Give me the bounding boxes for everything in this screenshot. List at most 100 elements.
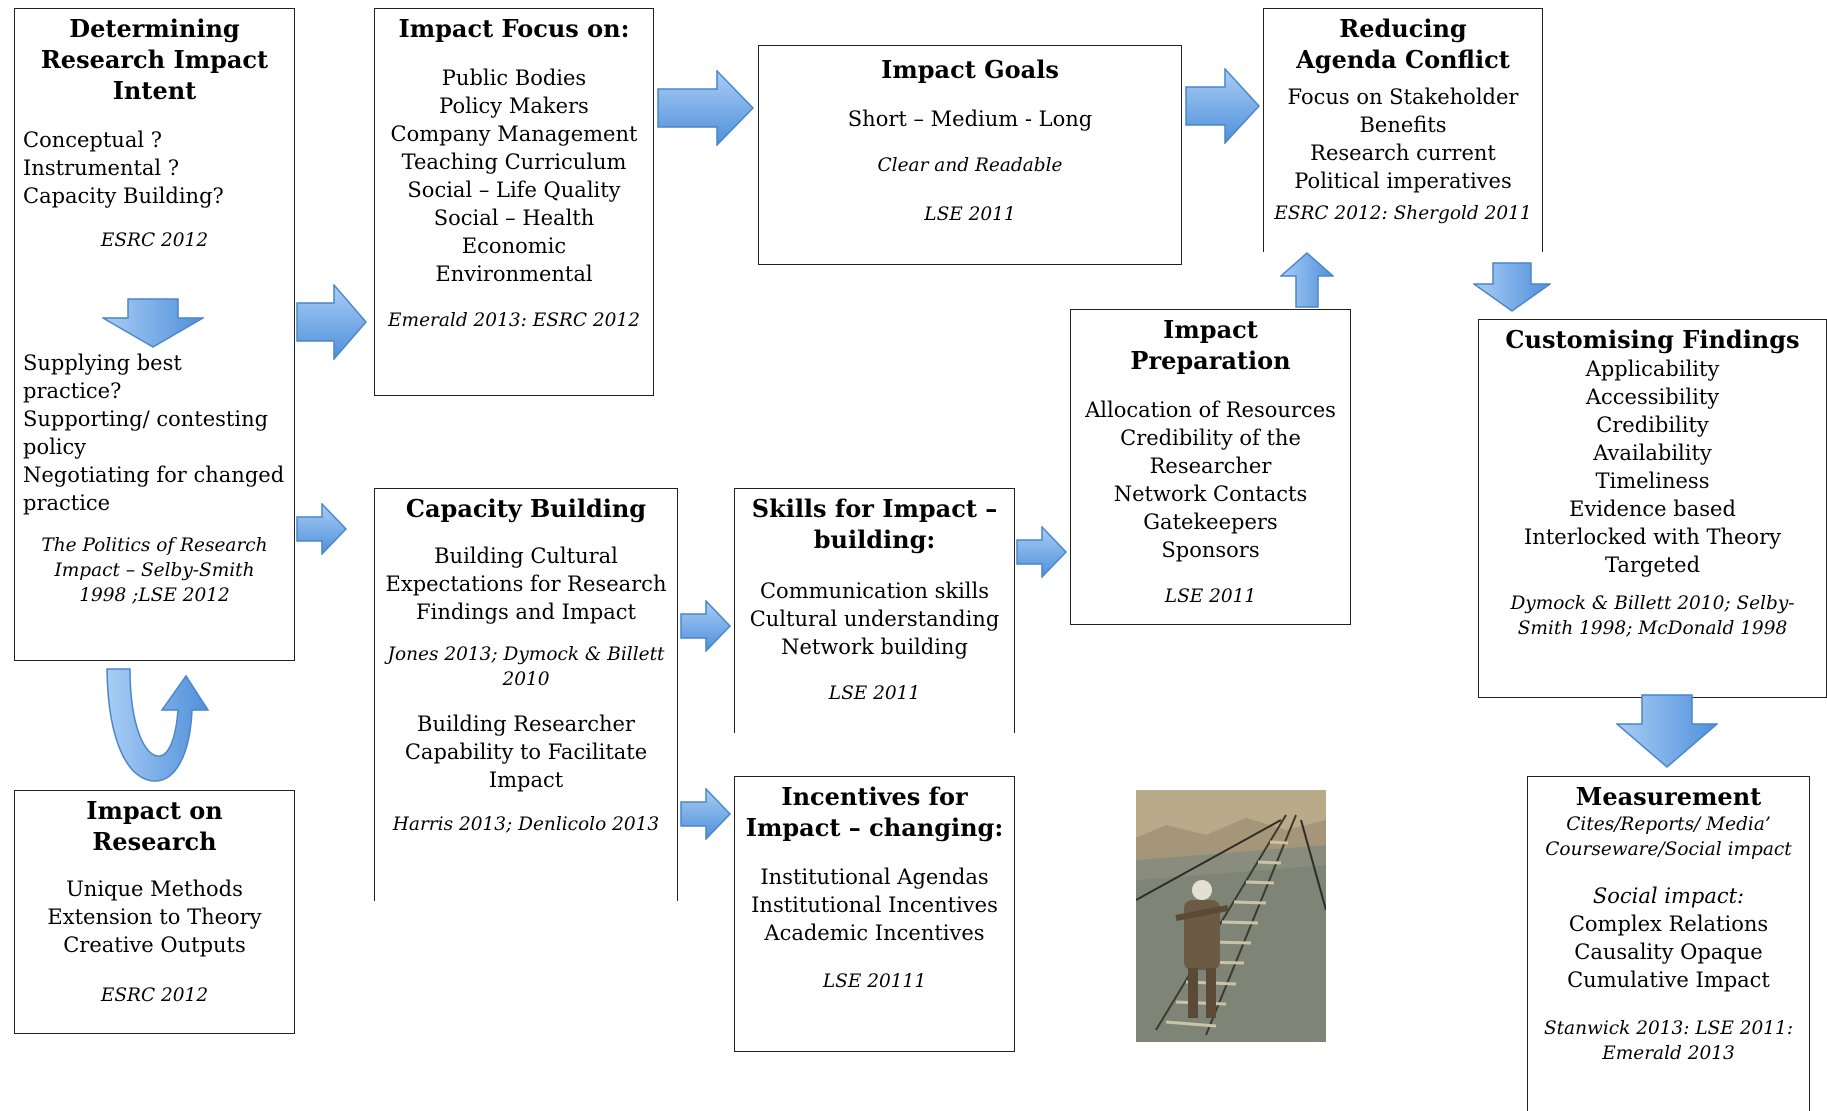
customising-item: Accessibility xyxy=(1585,385,1720,409)
arrow-right-goals-agenda xyxy=(1185,68,1261,144)
focus-box: Impact Focus on: Public Bodies Policy Ma… xyxy=(374,8,654,396)
preparation-item: Allocation of Resources xyxy=(1085,398,1336,422)
measurement-title: Measurement xyxy=(1575,782,1762,811)
customising-item: Interlocked with Theory xyxy=(1524,525,1781,549)
arrow-down-intent xyxy=(102,298,204,348)
intent-types: Conceptual ? Instrumental ? Capacity Bui… xyxy=(23,126,286,210)
focus-item: Teaching Curriculum xyxy=(401,150,627,174)
research-list: Unique Methods Extension to Theory Creat… xyxy=(23,875,286,959)
skills-title: Skills for Impact – building: xyxy=(751,494,998,554)
skills-item: Cultural understanding xyxy=(749,607,1000,631)
agenda-cite: ESRC 2012: Shergold 2011 xyxy=(1274,203,1532,224)
intent-question: Supplying best practice? xyxy=(23,351,182,403)
measurement-social-label: Social impact: xyxy=(1592,884,1745,908)
capacity-box: Capacity Building Building Cultural Expe… xyxy=(374,488,678,901)
bridge-photo xyxy=(1136,790,1326,1042)
arrow-up-preparation-agenda xyxy=(1280,252,1334,308)
arrow-right-capacity-skills xyxy=(680,600,732,652)
goals-range: Short – Medium - Long xyxy=(847,107,1093,131)
customising-list: Applicability Accessibility Credibility … xyxy=(1487,355,1818,579)
arrow-right-capacity-incentives xyxy=(680,788,732,840)
goals-quality: Clear and Readable xyxy=(877,155,1063,176)
arrow-right-intent-focus xyxy=(296,284,367,360)
customising-title: Customising Findings xyxy=(1505,325,1800,354)
incentives-item: Institutional Incentives xyxy=(751,893,998,917)
capacity-text-2: Building Researcher Capability to Facili… xyxy=(404,712,648,792)
intent-cite-2: The Politics of Research Impact – Selby-… xyxy=(41,535,268,606)
preparation-item: Sponsors xyxy=(1161,538,1260,562)
focus-item: Social – Health xyxy=(433,206,595,230)
skills-box: Skills for Impact – building: Communicat… xyxy=(734,488,1015,733)
customising-item: Timeliness xyxy=(1595,469,1710,493)
intent-cite-1: ESRC 2012 xyxy=(100,230,209,251)
skills-item: Network building xyxy=(781,635,968,659)
incentives-item: Academic Incentives xyxy=(764,921,985,945)
agenda-item: Research current xyxy=(1310,141,1496,165)
agenda-title: Reducing Agenda Conflict xyxy=(1296,14,1510,74)
intent-question: Negotiating for changed practice xyxy=(23,463,285,515)
preparation-item: Gatekeepers xyxy=(1143,510,1278,534)
measurement-cite: Stanwick 2013: LSE 2011: Emerald 2013 xyxy=(1543,1018,1794,1064)
research-cite: ESRC 2012 xyxy=(100,985,209,1006)
agenda-item: Benefits xyxy=(1359,113,1447,137)
intent-type: Instrumental ? xyxy=(23,156,180,180)
goals-box: Impact Goals Short – Medium - Long Clear… xyxy=(758,45,1182,265)
customising-cite: Dymock & Billett 2010; Selby-Smith 1998;… xyxy=(1510,593,1795,639)
focus-item: Policy Makers xyxy=(439,94,589,118)
preparation-item: Credibility of the xyxy=(1120,426,1301,450)
research-item: Extension to Theory xyxy=(47,905,262,929)
focus-cite: Emerald 2013: ESRC 2012 xyxy=(388,310,640,331)
capacity-cite-2: Harris 2013; Denlicolo 2013 xyxy=(392,814,660,835)
preparation-cite: LSE 2011 xyxy=(1164,586,1257,607)
focus-item: Social – Life Quality xyxy=(407,178,621,202)
capacity-text-1: Building Cultural Expectations for Resea… xyxy=(385,544,667,624)
measurement-item: Cumulative Impact xyxy=(1567,968,1770,992)
preparation-item: Researcher xyxy=(1149,454,1272,478)
agenda-list: Focus on Stakeholder Benefits Research c… xyxy=(1272,83,1534,195)
measurement-item: Complex Relations xyxy=(1568,912,1769,936)
measurement-box: Measurement Cites/Reports/ Media’ Course… xyxy=(1527,776,1810,1111)
skills-item: Communication skills xyxy=(759,579,989,603)
preparation-title: Impact Preparation xyxy=(1130,315,1291,375)
customising-box: Customising Findings Applicability Acces… xyxy=(1478,319,1827,698)
incentives-title: Incentives for Impact – changing: xyxy=(745,782,1004,842)
goals-title: Impact Goals xyxy=(881,55,1059,84)
intent-questions: Supplying best practice? Supporting/ con… xyxy=(23,349,286,517)
customising-item: Evidence based xyxy=(1569,497,1736,521)
intent-title: Determining Research Impact Intent xyxy=(40,14,269,105)
capacity-cite-1: Jones 2013; Dymock & Billett 2010 xyxy=(387,644,665,690)
focus-item: Company Management xyxy=(390,122,638,146)
preparation-list: Allocation of Resources Credibility of t… xyxy=(1079,396,1342,564)
arrow-down-customising-measurement xyxy=(1616,694,1718,768)
skills-list: Communication skills Cultural understand… xyxy=(743,577,1006,661)
focus-list: Public Bodies Policy Makers Company Mana… xyxy=(383,64,645,288)
customising-item: Targeted xyxy=(1604,553,1701,577)
focus-title: Impact Focus on: xyxy=(398,14,630,43)
arrow-right-skills-preparation xyxy=(1016,526,1068,578)
measurement-list: Complex Relations Causality Opaque Cumul… xyxy=(1536,910,1801,994)
research-title: Impact on Research xyxy=(86,796,223,856)
intent-type: Capacity Building? xyxy=(23,184,224,208)
goals-cite: LSE 2011 xyxy=(924,204,1016,225)
agenda-item: Focus on Stakeholder xyxy=(1287,85,1519,109)
bridge-illustration xyxy=(1136,790,1326,1042)
arrow-down-agenda-customising xyxy=(1473,262,1551,312)
research-item: Creative Outputs xyxy=(63,933,246,957)
customising-item: Availability xyxy=(1593,441,1712,465)
capacity-title: Capacity Building xyxy=(405,494,647,523)
focus-item: Public Bodies xyxy=(441,66,587,90)
intent-type: Conceptual ? xyxy=(23,128,163,152)
customising-item: Credibility xyxy=(1596,413,1709,437)
intent-box: Determining Research Impact Intent Conce… xyxy=(14,8,295,661)
arrow-u-turn-research-cycle xyxy=(106,668,210,782)
measurement-sub: Cites/Reports/ Media’ Courseware/Social … xyxy=(1545,814,1792,860)
incentives-box: Incentives for Impact – changing: Instit… xyxy=(734,776,1015,1052)
measurement-item: Causality Opaque xyxy=(1574,940,1763,964)
focus-item: Environmental xyxy=(435,262,593,286)
research-box: Impact on Research Unique Methods Extens… xyxy=(14,790,295,1034)
preparation-item: Network Contacts xyxy=(1113,482,1308,506)
arrow-right-intent-capacity xyxy=(296,503,348,555)
customising-item: Applicability xyxy=(1585,357,1720,381)
intent-question: Supporting/ contesting policy xyxy=(23,407,269,459)
skills-cite: LSE 2011 xyxy=(828,683,921,704)
